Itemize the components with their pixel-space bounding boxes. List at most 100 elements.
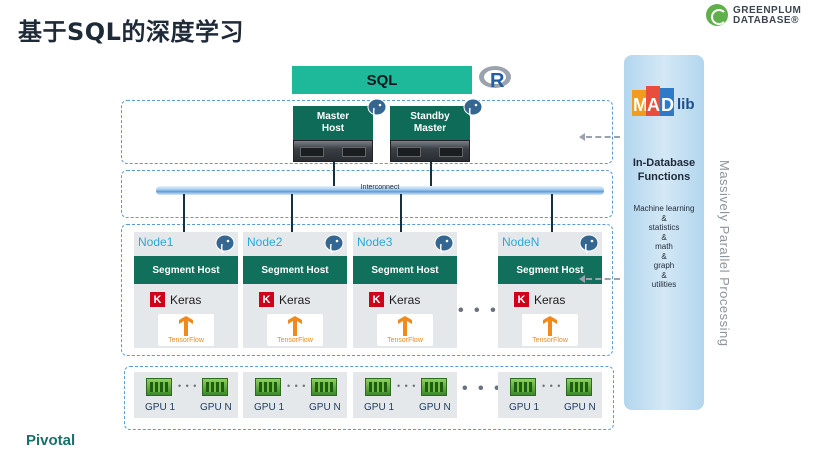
function-item: & [661,251,667,261]
gpu-icon [421,378,447,396]
postgres-elephant-icon [367,98,387,118]
gpu-icon [510,378,536,396]
svg-text:lib: lib [677,96,695,113]
gpu-zone [124,366,614,430]
mpp-label: Massively Parallel Processing [717,160,732,347]
gpu-ellipsis: • • • [397,381,417,391]
gpu-ellipsis: • • • [178,381,198,391]
node-label: Node2 [247,235,283,249]
postgres-elephant-icon [463,98,483,118]
postgres-elephant-icon [324,234,344,254]
gpu-last-label: GPU N [419,402,451,413]
gpu-icon [566,378,592,396]
function-item: & [661,270,667,280]
gpu-ellipsis: • • • [287,381,307,391]
tensorflow-icon [398,316,412,336]
keras-logo: K Keras [150,292,201,307]
tensorflow-icon [288,316,302,336]
tensorflow-icon [179,316,193,336]
page-title: 基于SQL的深度学习 [18,18,244,46]
segment-host: Segment Host [243,256,347,284]
keras-label: Keras [170,292,202,307]
node2-connector [291,194,293,232]
gpu-last-label: GPU N [309,402,341,413]
gpu-panel: • • • GPU 1 GPU N [353,372,457,418]
interconnect-bar [156,186,604,195]
tensorflow-label: TensorFlow [277,337,313,344]
gpu-first-label: GPU 1 [364,402,395,413]
master-zone [121,100,613,164]
node-label: Node3 [357,235,393,249]
keras-icon: K [150,292,165,307]
interconnect-zone [121,170,613,218]
standby-master: Standby Master [390,106,470,140]
gpu-panel: • • • GPU 1 GPU N [498,372,602,418]
keras-icon: K [369,292,384,307]
master-connector [333,162,335,188]
node-label: NodeN [502,235,540,249]
gpu-first-label: GPU 1 [509,402,540,413]
gpu-last-label: GPU N [200,402,232,413]
arrow-line [586,278,620,280]
tensorflow-label: TensorFlow [168,337,204,344]
segment-host: Segment Host [134,256,238,284]
noden-connector [551,194,553,232]
function-item: graph [653,261,675,270]
segment-zone [121,224,613,356]
function-list: Machine learning & statistics & math & g… [624,204,704,290]
in-database-functions-title: In-Database Functions [632,157,696,183]
tensorflow-logo: TensorFlow [267,314,323,346]
keras-icon: K [514,292,529,307]
node-ellipsis: • • • [458,302,499,319]
keras-icon: K [259,292,274,307]
standby-connector [430,162,432,188]
gpu-last-label: GPU N [564,402,596,413]
node-label: Node1 [138,235,174,249]
gpu-icon [146,378,172,396]
madlib-logo-icon: M A D lib [632,86,695,116]
postgres-elephant-icon [215,234,235,254]
tensorflow-label: TensorFlow [387,337,423,344]
node-panel: Node1 Segment Host K Keras TensorFlow [134,232,238,348]
node3-connector [400,194,402,232]
pivotal-logo: Pivotal [26,432,76,449]
tensorflow-logo: TensorFlow [377,314,433,346]
tensorflow-logo: TensorFlow [522,314,578,346]
gpu-icon [365,378,391,396]
gpu-icon [202,378,228,396]
node1-connector [183,194,185,232]
keras-label: Keras [389,292,421,307]
function-item: & [661,213,667,223]
keras-label: Keras [279,292,311,307]
keras-label: Keras [534,292,566,307]
function-item: Machine learning [633,204,695,213]
arrow-left-icon [579,133,585,141]
greenplum-logo-text: GREENPLUM DATABASE® [733,6,801,26]
function-item: utilities [651,280,677,289]
function-item: & [661,232,667,242]
function-item: statistics [648,223,680,232]
master-server-icon [293,140,373,162]
greenplum-logo-icon [706,4,728,26]
svg-text:M: M [633,95,648,115]
greenplum-logo-line2: DATABASE® [733,15,799,26]
gpu-icon [311,378,337,396]
tensorflow-logo: TensorFlow [158,314,214,346]
tensorflow-icon [543,316,557,336]
postgres-elephant-icon [579,234,599,254]
svg-text:R: R [490,70,505,92]
gpu-panel: • • • GPU 1 GPU N [243,372,347,418]
gpu-panel: • • • GPU 1 GPU N [134,372,238,418]
arrow-line [586,136,620,138]
gpu-ellipsis: • • • [542,381,562,391]
interconnect-label: Interconnect [360,184,400,191]
gpu-group-ellipsis: • • • [462,380,503,397]
gpu-icon [255,378,281,396]
arrow-left-icon [579,275,585,283]
keras-logo: K Keras [514,292,565,307]
svg-text:D: D [661,95,674,115]
master-host: Master Host [293,106,373,140]
greenplum-logo-line1: GREENPLUM [733,5,802,16]
